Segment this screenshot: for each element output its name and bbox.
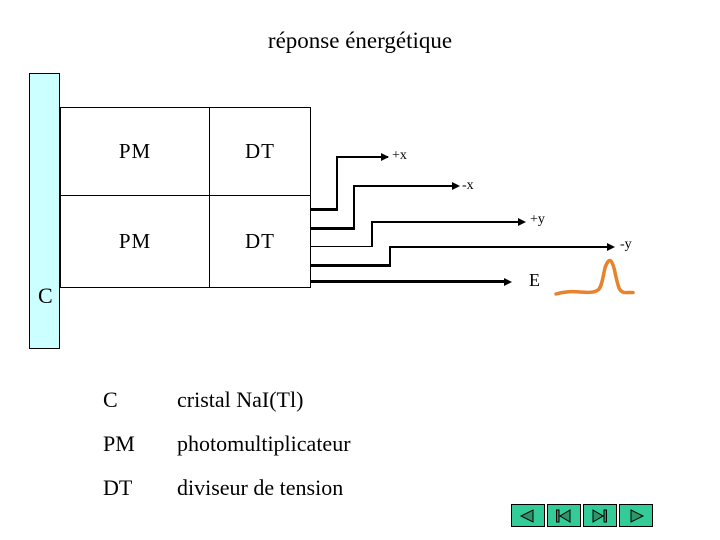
legend-definition: photomultiplicateur: [177, 431, 351, 457]
cell-pm-top: PM: [61, 108, 210, 196]
energy-label: E: [529, 270, 540, 290]
plus-x-label: +x: [392, 148, 407, 163]
minus-x-wire-riser: [353, 185, 355, 230]
minus-y-wire-arm: [389, 246, 607, 248]
crystal-label: C: [38, 283, 53, 308]
plus-x-arrowhead-icon: [381, 153, 389, 161]
energy-peak-curve-icon: [554, 258, 635, 296]
plus-x-wire-riser: [336, 156, 338, 211]
cell-dt-top: DT: [210, 108, 310, 196]
plus-y-arrowhead-icon: [518, 218, 526, 226]
energy-arrowhead-icon: [504, 278, 512, 286]
nav-previous-button[interactable]: [511, 504, 545, 527]
legend-term: PM: [103, 431, 135, 457]
cell-pm-bottom: PM: [61, 196, 210, 287]
plus-y-wire-stub: [311, 246, 372, 247]
plus-y-wire-riser: [371, 221, 373, 247]
minus-y-arrowhead-icon: [607, 243, 615, 251]
minus-x-wire-arm: [353, 185, 452, 187]
cell-dt-bottom: DT: [245, 229, 275, 253]
minus-y-wire-riser: [389, 246, 391, 267]
plus-y-wire-arm: [371, 221, 518, 223]
minus-x-wire-stub: [311, 227, 355, 230]
legend: C cristal NaI(Tl) PM photomultiplicateur…: [103, 388, 351, 499]
nav-last-button[interactable]: [583, 504, 617, 527]
minus-x-label: -x: [462, 178, 474, 193]
detector-table: PM DT PM DT: [60, 107, 311, 288]
plus-x-wire-arm: [336, 156, 388, 158]
triangle-right-bar-icon: [592, 508, 607, 523]
triangle-left-icon: [519, 508, 534, 523]
legend-term: C: [103, 387, 118, 412]
legend-definition: cristal NaI(Tl): [177, 387, 304, 412]
legend-term: DT: [103, 475, 133, 501]
minus-x-arrowhead-icon: [452, 182, 460, 190]
crystal-bar: C: [29, 73, 60, 349]
nav-next-button[interactable]: [619, 504, 653, 527]
legend-definition: diviseur de tension: [177, 475, 344, 501]
plus-y-label: +y: [530, 212, 545, 227]
plus-x-wire-stub: [311, 208, 338, 211]
minus-y-label: -y: [620, 237, 632, 252]
energy-wire-arm: [311, 280, 504, 283]
bar-triangle-left-icon: [556, 508, 571, 523]
slide-title: réponse énergétique: [267, 28, 453, 53]
slide-navigation: [511, 504, 653, 527]
nav-first-button[interactable]: [547, 504, 581, 527]
triangle-right-icon: [630, 508, 645, 523]
minus-y-wire-stub: [311, 264, 390, 267]
